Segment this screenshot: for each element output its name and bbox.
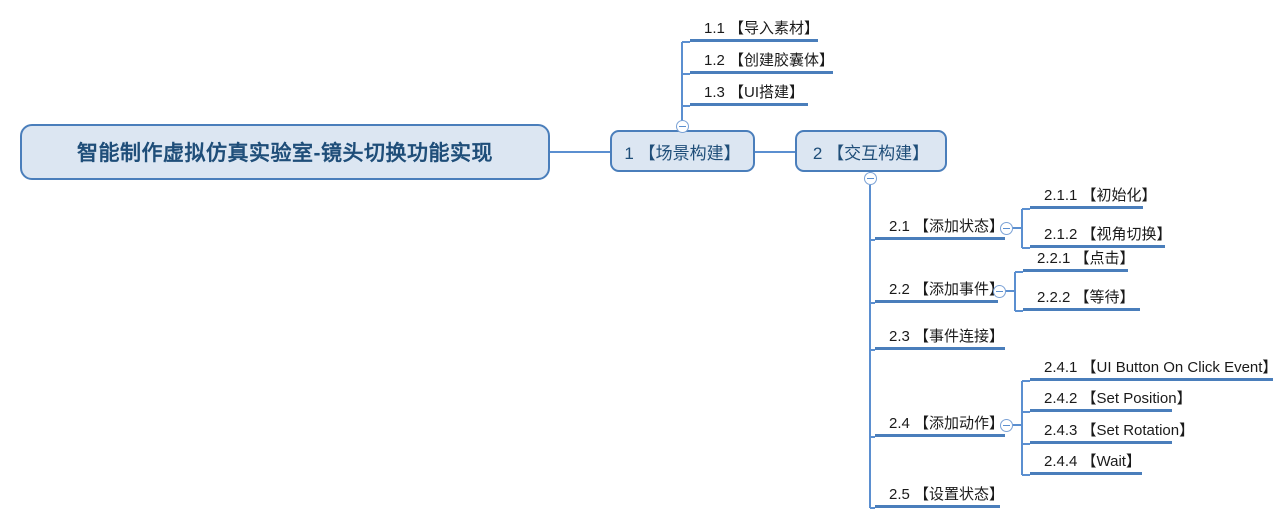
node-1-1-underline (690, 39, 818, 42)
node-2-2-underline (875, 300, 998, 303)
node-2-1-1-underline (1030, 206, 1143, 209)
node-2-4-3-label: 2.4.3 【Set Rotation】 (1044, 422, 1195, 439)
minus-toggle-icon-node-2-1[interactable] (1000, 222, 1013, 235)
node-2-4-2[interactable]: 2.4.2 【Set Position】 (1030, 390, 1192, 412)
node-1-label: 1 【场景构建】 (624, 143, 741, 163)
node-2-2[interactable]: 2.2 【添加事件】 (875, 281, 1004, 303)
node-2-2-1[interactable]: 2.2.1 【点击】 (1023, 250, 1135, 272)
node-2-2-1-underline (1023, 269, 1128, 272)
node-scene-construction[interactable]: 1 【场景构建】 (610, 130, 755, 172)
node-2-1-2-underline (1030, 245, 1165, 248)
node-2-4-3[interactable]: 2.4.3 【Set Rotation】 (1030, 422, 1194, 444)
node-interaction-construction[interactable]: 2 【交互构建】 (795, 130, 947, 172)
node-2-1-1[interactable]: 2.1.1 【初始化】 (1030, 187, 1157, 209)
node-2-2-1-label: 2.2.1 【点击】 (1037, 250, 1135, 267)
node-2-5-underline (875, 505, 1000, 508)
node-2-4-2-label: 2.4.2 【Set Position】 (1044, 390, 1192, 407)
node-2-4-2-underline (1030, 409, 1172, 412)
minus-toggle-icon-node-2-2[interactable] (993, 285, 1006, 298)
root-node-label: 智能制作虚拟仿真实验室-镜头切换功能实现 (77, 142, 493, 165)
node-1-2-label: 1.2 【创建胶囊体】 (704, 52, 835, 69)
node-2-3[interactable]: 2.3 【事件连接】 (875, 328, 1005, 350)
node-2-4-label: 2.4 【添加动作】 (889, 415, 1005, 432)
node-2-4-1-underline (1030, 378, 1273, 381)
node-1-1[interactable]: 1.1 【导入素材】 (690, 20, 820, 42)
node-2-4[interactable]: 2.4 【添加动作】 (875, 415, 1005, 437)
node-2-1-2-label: 2.1.2 【视角切换】 (1044, 226, 1172, 243)
node-1-3-label: 1.3 【UI搭建】 (704, 84, 805, 101)
node-2-5[interactable]: 2.5 【设置状态】 (875, 486, 1004, 508)
node-1-3-underline (690, 103, 808, 106)
node-2-4-3-underline (1030, 441, 1172, 444)
node-1-2-underline (690, 71, 833, 74)
node-2-5-label: 2.5 【设置状态】 (889, 486, 1005, 503)
node-1-1-label: 1.1 【导入素材】 (704, 20, 820, 37)
node-2-1-2[interactable]: 2.1.2 【视角切换】 (1030, 226, 1172, 248)
node-2-label: 2 【交互构建】 (812, 143, 930, 163)
minus-toggle-icon-node-1[interactable] (676, 120, 689, 133)
node-2-2-2-underline (1023, 308, 1140, 311)
node-2-1-label: 2.1 【添加状态】 (889, 218, 1005, 235)
node-2-2-2-label: 2.2.2 【等待】 (1037, 289, 1135, 306)
node-2-1[interactable]: 2.1 【添加状态】 (875, 218, 1005, 240)
node-1-2[interactable]: 1.2 【创建胶囊体】 (690, 52, 835, 74)
root-node[interactable]: 智能制作虚拟仿真实验室-镜头切换功能实现 (20, 124, 550, 180)
minus-toggle-icon-node-2[interactable] (864, 172, 877, 185)
node-2-4-underline (875, 434, 1005, 437)
node-2-4-4-label: 2.4.4 【Wait】 (1044, 453, 1141, 470)
node-2-1-1-label: 2.1.1 【初始化】 (1044, 187, 1157, 204)
node-1-3[interactable]: 1.3 【UI搭建】 (690, 84, 808, 106)
minus-toggle-icon-node-2-4[interactable] (1000, 419, 1013, 432)
node-2-3-label: 2.3 【事件连接】 (889, 328, 1005, 345)
node-2-4-1-label: 2.4.1 【UI Button On Click Event】 (1044, 359, 1278, 376)
node-2-2-label: 2.2 【添加事件】 (889, 281, 1005, 298)
node-2-4-1[interactable]: 2.4.1 【UI Button On Click Event】 (1030, 359, 1277, 381)
node-2-1-underline (875, 237, 1005, 240)
node-2-2-2[interactable]: 2.2.2 【等待】 (1023, 289, 1140, 311)
node-2-4-4[interactable]: 2.4.4 【Wait】 (1030, 453, 1142, 475)
node-2-3-underline (875, 347, 1005, 350)
node-2-4-4-underline (1030, 472, 1142, 475)
